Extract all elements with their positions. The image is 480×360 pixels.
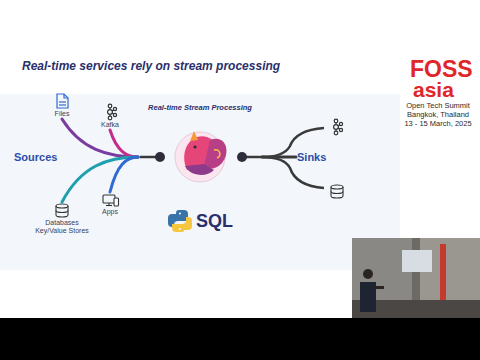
group-label: Sources (14, 151, 57, 164)
group-label: Sinks (297, 150, 326, 164)
event-info: 13 - 15 March, 2025 (398, 120, 478, 129)
item-label: Apps (93, 208, 127, 216)
kafka-icon (108, 104, 117, 120)
flow-connector (110, 157, 138, 192)
language-label: SQL (196, 211, 233, 232)
apps-icon (103, 195, 119, 206)
speaker-video (352, 238, 480, 318)
source-item: Apps (93, 193, 127, 216)
processor-heading: Real-time Stream Processing (138, 103, 262, 112)
flow-connector (262, 157, 296, 158)
stream-processor: Real-time Stream ProcessingSQL (138, 103, 262, 240)
sink-group: Sinks (297, 150, 326, 164)
flow-connector (62, 157, 138, 202)
sink-database-icon (331, 185, 343, 198)
flink-squirrel-logo (175, 131, 226, 182)
flow-line (110, 130, 138, 157)
slide-title: Real-time services rely on stream proces… (22, 59, 280, 73)
item-label: Databases Key/Value Stores (29, 219, 95, 235)
flow-line (262, 156, 296, 159)
flow-connector (62, 119, 138, 157)
python-logo (168, 210, 192, 232)
flow-line (62, 157, 138, 202)
source-item: Databases Key/Value Stores (29, 203, 95, 235)
flow-line (62, 119, 138, 157)
source-item: Files (45, 92, 79, 118)
sink-kafka-icon (334, 119, 343, 135)
flow-line (110, 157, 138, 192)
database-icon (56, 204, 68, 217)
item-label: Files (45, 110, 79, 118)
event-logo-text: asia (413, 78, 454, 102)
flow-connector (110, 130, 138, 157)
source-item: Kafka (93, 104, 127, 129)
files-icon (57, 94, 68, 108)
item-label: Kafka (93, 121, 127, 129)
event-info: Bangkok, Thailand (398, 111, 478, 120)
event-info: Open Tech Summit (398, 102, 478, 111)
